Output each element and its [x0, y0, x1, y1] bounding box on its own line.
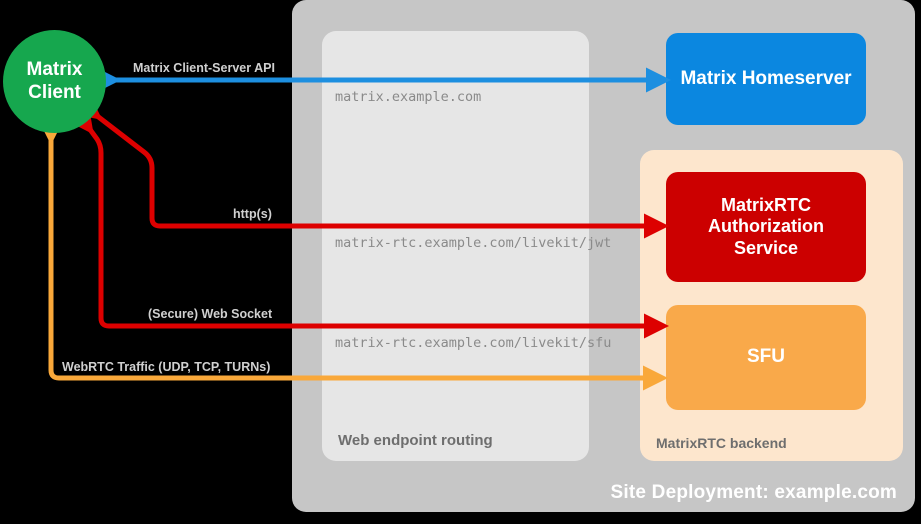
- matrix-client-line1: Matrix: [26, 59, 83, 81]
- endpoint-livekit-jwt: matrix-rtc.example.com/livekit/jwt: [335, 235, 612, 251]
- flow-label-https: http(s): [233, 207, 272, 221]
- auth-service-line1: MatrixRTC: [720, 195, 811, 216]
- node-sfu[interactable]: SFU: [666, 305, 866, 410]
- endpoint-livekit-sfu: matrix-rtc.example.com/livekit/sfu: [335, 335, 612, 351]
- site-deployment-label: Site Deployment: example.com: [610, 482, 897, 503]
- flow-label-matrix-client-server-api: Matrix Client-Server API: [133, 61, 275, 75]
- node-matrix-homeserver[interactable]: Matrix Homeserver: [666, 33, 866, 125]
- web-endpoint-routing-label: Web endpoint routing: [338, 432, 493, 449]
- web-endpoint-routing-container: matrix.example.com matrix-rtc.example.co…: [322, 31, 611, 461]
- auth-service-line3: Service: [733, 237, 799, 258]
- sfu-label: SFU: [747, 346, 785, 368]
- auth-service-line2: Authorization: [708, 216, 824, 237]
- endpoint-matrix: matrix.example.com: [335, 89, 482, 105]
- node-matrix-client[interactable]: Matrix Client: [3, 30, 106, 133]
- matrix-homeserver-label: Matrix Homeserver: [680, 67, 852, 89]
- flow-label-webrtc-traffic: WebRTC Traffic (UDP, TCP, TURNs): [62, 360, 271, 374]
- flow-label-secure-web-socket: (Secure) Web Socket: [148, 307, 273, 321]
- node-matrixrtc-authorization-service[interactable]: MatrixRTC Authorization Service: [666, 172, 866, 282]
- matrix-client-line2: Client: [28, 81, 81, 103]
- matrixrtc-backend-label: MatrixRTC backend: [656, 435, 787, 451]
